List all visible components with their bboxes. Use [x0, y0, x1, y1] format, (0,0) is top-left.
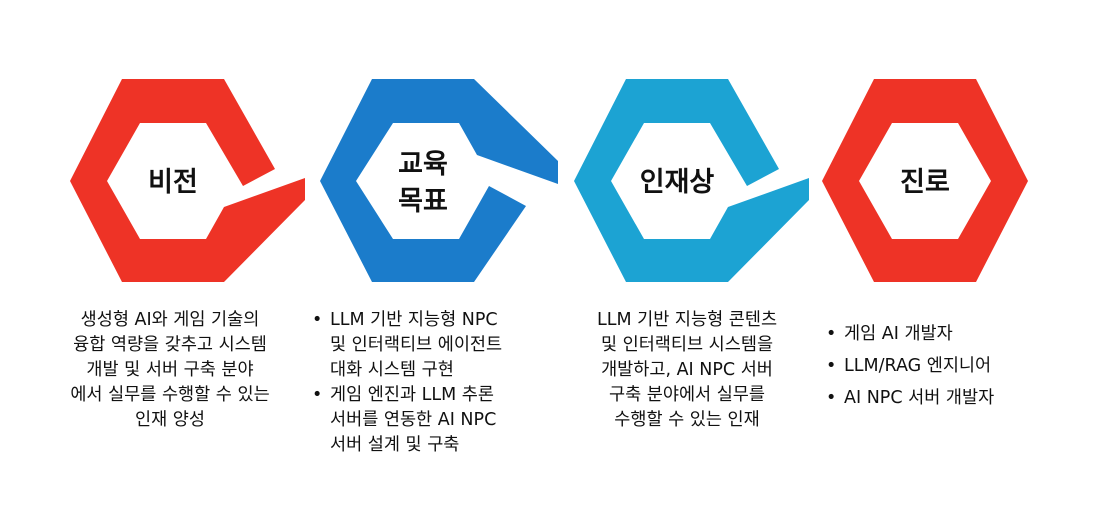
hexagon-career-ring — [822, 79, 1028, 282]
hexagon-education: 교육 목표 — [320, 79, 558, 282]
career-bullet-list: 게임 AI 개발자 LLM/RAG 엔지니어 AI NPC 서버 개발자 — [822, 318, 1072, 414]
vision-desc-line: 에서 실무를 수행할 수 있는 — [70, 385, 270, 405]
education-bullet-line: 서버 설계 및 구축 — [330, 435, 460, 455]
hexagon-vision-title: 비전 — [148, 167, 198, 198]
education-bullet-line: 게임 엔진과 LLM 추론 — [330, 385, 494, 405]
hexagon-career: 진로 — [822, 79, 1028, 282]
career-bullet-line: LLM/RAG 엔지니어 — [844, 356, 992, 376]
education-bullet-line: 및 인터랙티브 에이전트 — [330, 335, 503, 355]
education-description: LLM 기반 지능형 NPC 및 인터랙티브 에이전트 대화 시스템 구현 게임… — [308, 308, 558, 458]
education-bullet-line: LLM 기반 지능형 NPC — [330, 310, 498, 330]
education-bullet-item: LLM 기반 지능형 NPC 및 인터랙티브 에이전트 대화 시스템 구현 — [308, 308, 558, 383]
vision-desc-line: 융합 역량을 갖추고 시스템 — [73, 335, 267, 355]
talent-desc-line: LLM 기반 지능형 콘텐츠 — [596, 310, 778, 330]
talent-desc-line: 수행할 수 있는 인재 — [614, 410, 760, 430]
vision-description: 생성형 AI와 게임 기술의 융합 역량을 갖추고 시스템 개발 및 서버 구축… — [45, 308, 295, 433]
education-bullet-list: LLM 기반 지능형 NPC 및 인터랙티브 에이전트 대화 시스템 구현 게임… — [308, 308, 558, 458]
talent-desc-line: 구축 분야에서 실무를 — [608, 385, 766, 405]
hexagon-vision-ring — [70, 79, 305, 282]
hexagon-career-title: 진로 — [900, 167, 950, 198]
education-bullet-item: 게임 엔진과 LLM 추론 서버를 연동한 AI NPC 서버 설계 및 구축 — [308, 383, 558, 458]
vision-desc-line: 생성형 AI와 게임 기술의 — [80, 310, 260, 330]
career-bullet-line: 게임 AI 개발자 — [844, 324, 953, 344]
hexagon-education-title-line1: 교육 — [398, 149, 448, 180]
talent-description: LLM 기반 지능형 콘텐츠 및 인터랙티브 시스템을 개발하고, AI NPC… — [562, 308, 812, 433]
hexagon-education-ring — [320, 79, 558, 282]
career-bullet-item: AI NPC 서버 개발자 — [822, 382, 1072, 414]
hexagon-talent-ring — [574, 79, 809, 282]
talent-desc-line: 및 인터랙티브 시스템을 — [600, 335, 774, 355]
education-bullet-line: 대화 시스템 구현 — [330, 360, 454, 380]
career-bullet-item: 게임 AI 개발자 — [822, 318, 1072, 350]
vision-desc-line: 개발 및 서버 구축 분야 — [86, 360, 254, 380]
hexagon-education-title-line2: 목표 — [398, 186, 448, 217]
hexagon-vision: 비전 — [70, 79, 305, 282]
hexagon-talent: 인재상 — [574, 79, 809, 282]
education-bullet-line: 서버를 연동한 AI NPC — [330, 410, 497, 430]
hexagon-diagram: 비전 교육 목표 인재상 진로 — [70, 79, 1028, 282]
career-description: 게임 AI 개발자 LLM/RAG 엔지니어 AI NPC 서버 개발자 — [822, 318, 1072, 414]
talent-desc-line: 개발하고, AI NPC 서버 — [601, 360, 773, 380]
career-bullet-line: AI NPC 서버 개발자 — [844, 388, 995, 408]
career-bullet-item: LLM/RAG 엔지니어 — [822, 350, 1072, 382]
vision-desc-line: 인재 양성 — [135, 410, 205, 430]
hexagon-talent-title: 인재상 — [640, 167, 715, 198]
